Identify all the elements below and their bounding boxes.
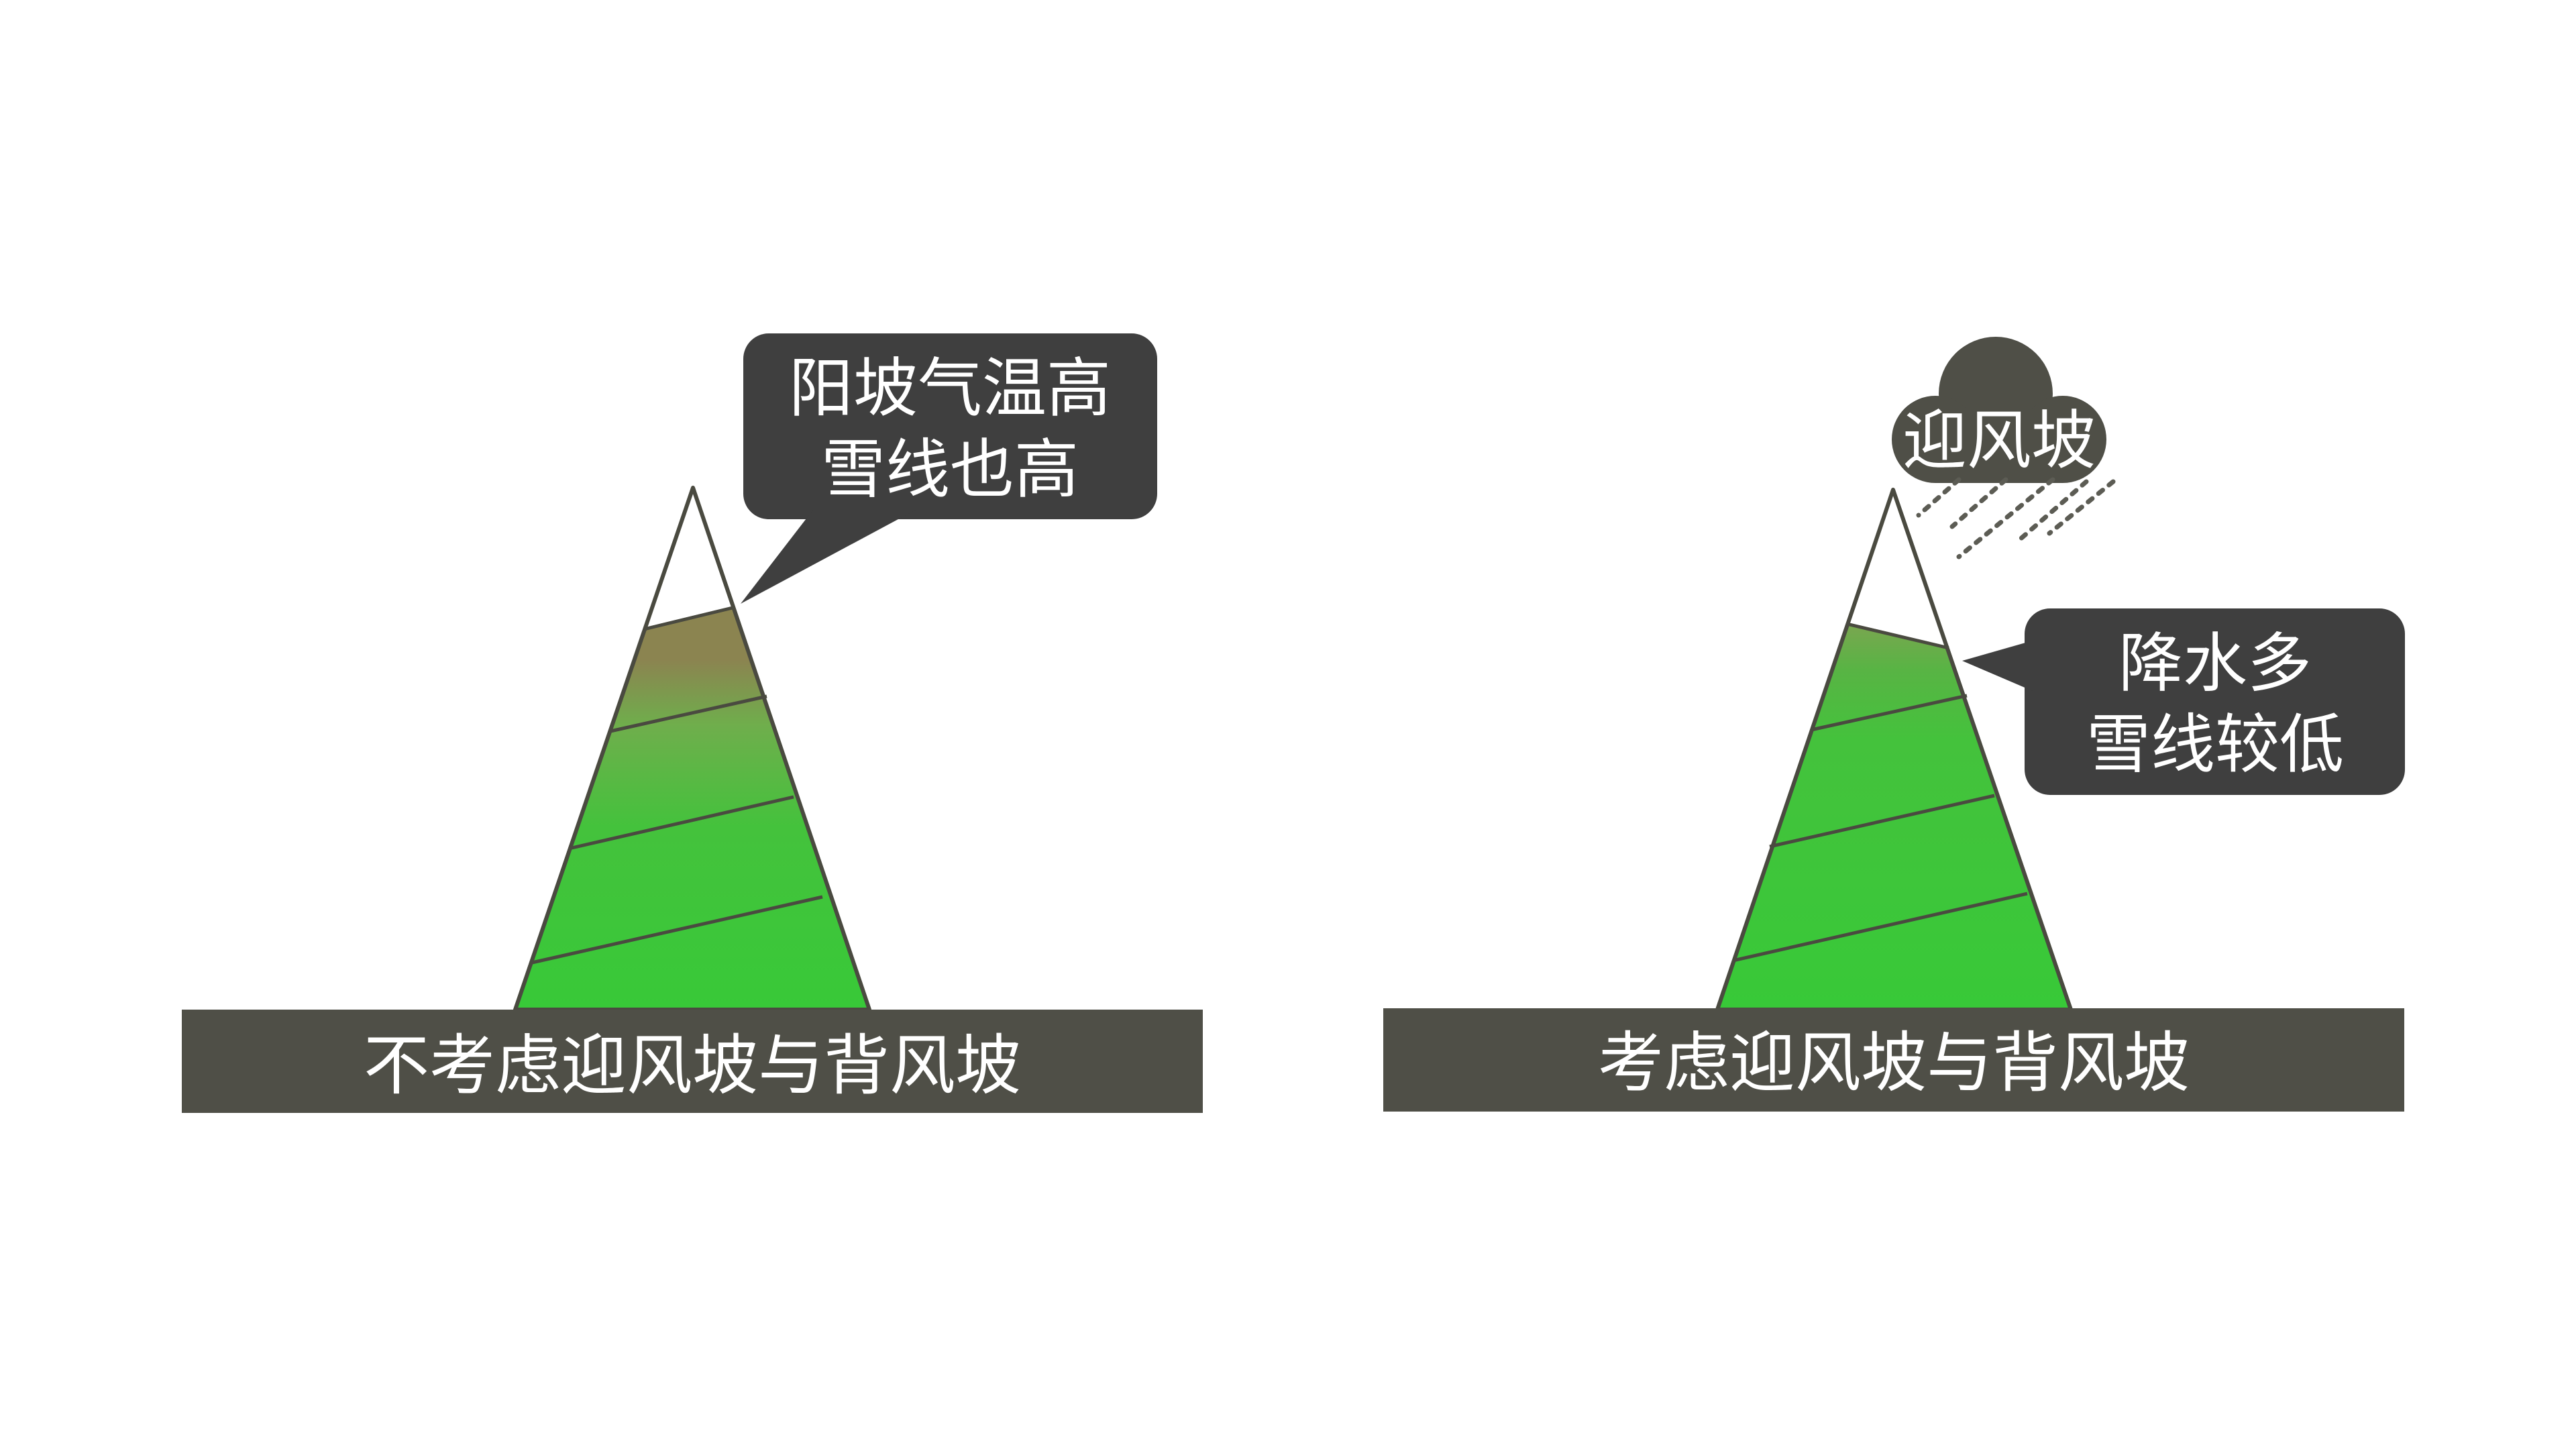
left-base-bar bbox=[182, 1010, 1203, 1113]
right-mountain bbox=[1715, 488, 2073, 1012]
right-cloud-label: 迎风坡 bbox=[1902, 403, 2096, 478]
rain-streak-3 bbox=[1956, 477, 2055, 559]
right-mountain-snowcap bbox=[1847, 490, 1949, 648]
right-cloud: 迎风坡 bbox=[1892, 337, 2116, 559]
left-callout-line-1: 阳坡气温高 bbox=[789, 351, 1111, 426]
right-callout-pointer bbox=[1962, 641, 2033, 691]
right-band-line-1 bbox=[1811, 694, 1968, 732]
right-band-line-3 bbox=[1732, 892, 2028, 963]
left-mountain bbox=[513, 486, 871, 1012]
left-callout-pointer bbox=[741, 510, 916, 604]
left-snowline bbox=[643, 606, 733, 631]
right-panel: 迎风坡 降水多 雪线较低 考虑迎风坡与背风坡 bbox=[1383, 337, 2405, 1112]
rain-streak-5 bbox=[2047, 479, 2116, 536]
left-callout-line-2: 雪线也高 bbox=[821, 432, 1079, 507]
rain-streak-1 bbox=[1916, 477, 1962, 518]
left-base-label: 不考虑迎风坡与背风坡 bbox=[364, 1028, 1021, 1104]
left-band-line-2 bbox=[568, 795, 794, 851]
left-band-line-1 bbox=[610, 694, 767, 733]
rain-streak-2 bbox=[1949, 477, 2008, 529]
right-callout-box bbox=[2025, 608, 2405, 795]
right-callout-line-2: 雪线较低 bbox=[2086, 707, 2344, 782]
left-panel: 阳坡气温高 雪线也高 不考虑迎风坡与背风坡 bbox=[182, 333, 1203, 1113]
rain-streak-4 bbox=[2017, 479, 2089, 543]
right-base-bar bbox=[1383, 1008, 2404, 1112]
left-callout: 阳坡气温高 雪线也高 bbox=[741, 333, 1157, 604]
rain-streaks bbox=[1916, 477, 2116, 559]
right-callout: 降水多 雪线较低 bbox=[1962, 608, 2405, 795]
right-base-label: 考虑迎风坡与背风坡 bbox=[1598, 1025, 2190, 1102]
left-band-line-3 bbox=[531, 895, 823, 965]
right-band-line-2 bbox=[1769, 794, 1995, 849]
left-mountain-vegetation bbox=[515, 608, 869, 1010]
left-callout-box bbox=[743, 333, 1157, 519]
left-mountain-snowcap bbox=[644, 488, 733, 629]
right-callout-line-1: 降水多 bbox=[2118, 626, 2312, 701]
right-snowline bbox=[1846, 622, 1949, 650]
right-cloud-body bbox=[1935, 409, 2063, 483]
